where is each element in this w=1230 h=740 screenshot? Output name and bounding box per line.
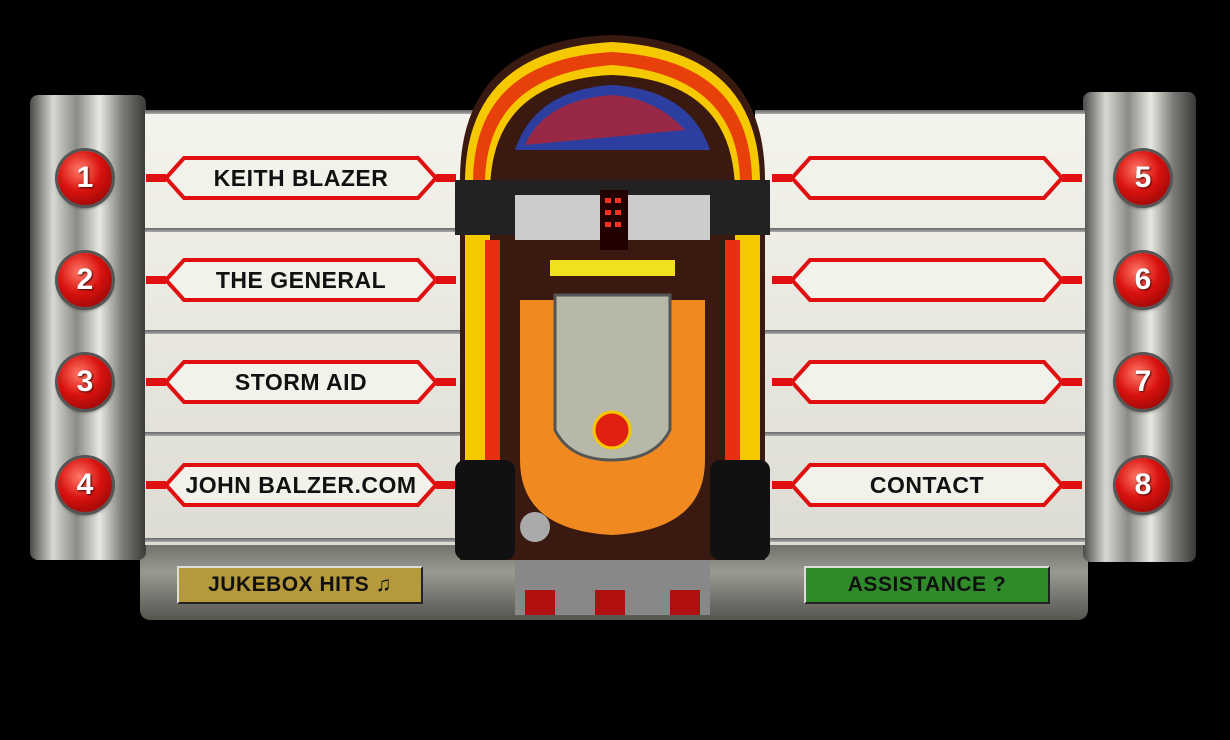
number-button-7[interactable]: 7 (1116, 355, 1170, 409)
number-button-5[interactable]: 5 (1116, 151, 1170, 205)
menu-label-text: KEITH BLAZER (213, 164, 389, 191)
menu-label-text: THE GENERAL (215, 266, 387, 293)
menu-label-text (772, 359, 1082, 405)
menu-label-1[interactable]: KEITH BLAZER (146, 155, 456, 201)
menu-label-8[interactable]: CONTACT (772, 462, 1082, 508)
menu-label-3[interactable]: STORM AID (146, 359, 456, 405)
menu-label-5[interactable] (772, 155, 1082, 201)
jukebox-image (455, 30, 770, 615)
menu-label-text: JOHN BALZER.COM (185, 471, 417, 498)
jukebox-hits-button[interactable]: JUKEBOX HITS ♫ (177, 566, 423, 604)
menu-label-2[interactable]: THE GENERAL (146, 257, 456, 303)
menu-label-text (772, 155, 1082, 201)
menu-label-text: STORM AID (234, 368, 368, 395)
assistance-button[interactable]: ASSISTANCE ? (804, 566, 1050, 604)
number-button-6[interactable]: 6 (1116, 253, 1170, 307)
number-button-2[interactable]: 2 (58, 253, 112, 307)
number-button-8[interactable]: 8 (1116, 458, 1170, 512)
menu-label-7[interactable] (772, 359, 1082, 405)
menu-label-text (772, 257, 1082, 303)
menu-label-6[interactable] (772, 257, 1082, 303)
number-button-3[interactable]: 3 (58, 355, 112, 409)
number-button-4[interactable]: 4 (58, 458, 112, 512)
number-button-1[interactable]: 1 (58, 151, 112, 205)
menu-label-text: CONTACT (869, 471, 985, 498)
menu-label-4[interactable]: JOHN BALZER.COM (146, 462, 456, 508)
